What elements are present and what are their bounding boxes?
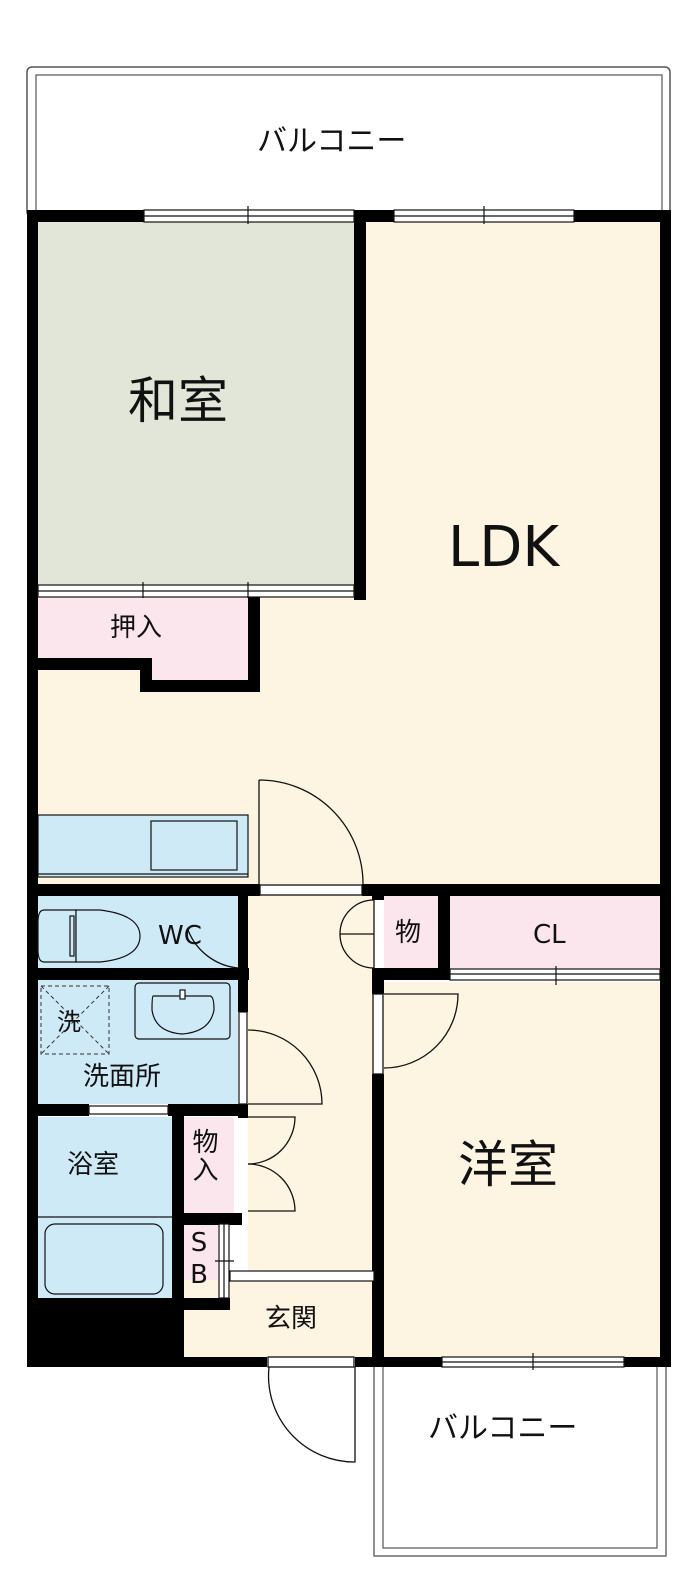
label-balcony-top: バルコニー	[257, 124, 407, 159]
label-washer: 洗	[57, 1008, 81, 1036]
label-mono: 物	[395, 918, 422, 948]
room-closet-fill	[450, 896, 660, 970]
label-yokushitsu: 浴室	[67, 1150, 120, 1180]
room-yoshitsu-fill	[384, 982, 660, 1357]
windows	[143, 206, 625, 1370]
room-washitsu-fill	[38, 222, 354, 586]
label-balcony-bottom: バルコニー	[428, 1411, 578, 1446]
balcony-bottom	[373, 1365, 667, 1557]
label-yoshitsu: 洋室	[458, 1136, 558, 1194]
label-monoire: 物入	[188, 1128, 218, 1184]
sliding-doors	[37, 582, 661, 1299]
room-ldk-fill	[366, 222, 660, 884]
label-closet: CL	[533, 920, 566, 950]
label-oshiire: 押入	[110, 613, 163, 643]
room-mono-fill	[384, 896, 438, 968]
swing-doors	[187, 779, 459, 1463]
room-monoire-fill	[182, 1117, 234, 1213]
toilet-fixture	[37, 909, 141, 963]
washbasin-fixture	[134, 982, 231, 1040]
washer-pan	[40, 985, 110, 1055]
label-washitsu: 和室	[128, 372, 228, 430]
label-wc: WC	[158, 921, 202, 951]
room-genkan-fill	[182, 1280, 374, 1357]
label-genkan: 玄関	[265, 1304, 318, 1334]
kitchen-counter	[37, 814, 249, 878]
label-senmenjo: 洗面所	[83, 1062, 162, 1092]
balcony-top	[26, 66, 671, 218]
label-ldk: LDK	[448, 515, 560, 580]
label-shoe-box: SB	[184, 1228, 214, 1292]
bathtub-fixture	[38, 1216, 172, 1298]
